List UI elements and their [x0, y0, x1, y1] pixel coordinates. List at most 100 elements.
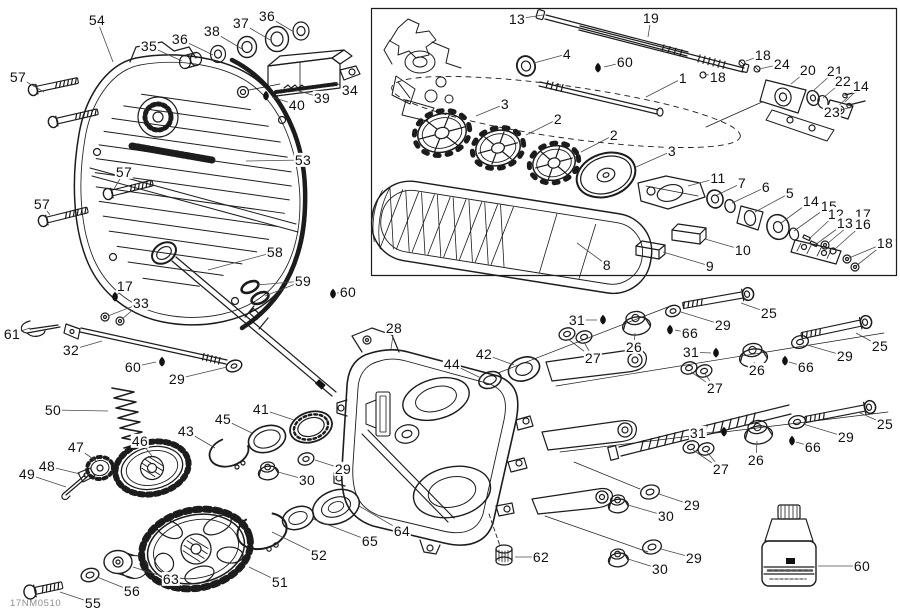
- callout-30-2: 30: [656, 507, 676, 524]
- callout-56: 56: [122, 582, 142, 599]
- callout-46: 46: [130, 432, 150, 449]
- washers-29-right: [640, 304, 810, 555]
- drain-plug-62: [495, 544, 513, 566]
- callout-33: 33: [131, 294, 151, 311]
- circlip-43: [208, 436, 250, 470]
- belt-phantom-outline: [391, 76, 741, 148]
- callout-6: 6: [760, 178, 772, 195]
- callout-36-2: 36: [257, 7, 277, 24]
- callout-29-6: 29: [682, 496, 702, 513]
- callout-66-3: 66: [803, 438, 823, 455]
- callout-30: 30: [297, 471, 317, 488]
- callout-40: 40: [287, 96, 307, 113]
- callout-54: 54: [87, 11, 107, 28]
- washers-18: [842, 254, 860, 272]
- ratchet-gear-47: [85, 454, 115, 482]
- callout-30-3: 30: [650, 560, 670, 577]
- callout-38: 38: [202, 22, 222, 39]
- washer-29-case: [297, 452, 315, 466]
- disc-14: [766, 213, 790, 241]
- callout-57: 57: [8, 68, 28, 85]
- callout-64: 64: [392, 522, 412, 539]
- callout-45: 45: [213, 410, 233, 427]
- callout-39: 39: [312, 89, 332, 106]
- ring-21: [806, 89, 820, 107]
- bearing-42: [507, 356, 541, 382]
- callout-17-2: 17: [115, 277, 135, 294]
- pin-49: [61, 474, 88, 501]
- callout-29-3: 29: [713, 316, 733, 333]
- callout-43: 43: [176, 422, 196, 439]
- callout-59: 59: [293, 272, 313, 289]
- callout-9: 9: [704, 257, 716, 274]
- callout-22: 22: [833, 72, 853, 89]
- callout-60-3: 60: [123, 358, 143, 375]
- callout-11: 11: [709, 169, 727, 186]
- callout-62: 62: [531, 548, 551, 565]
- callout-57-2: 57: [114, 163, 134, 180]
- washers-33: [100, 312, 125, 326]
- callout-60-2: 60: [338, 283, 358, 300]
- cover-emblem: [137, 96, 179, 138]
- washer-56: [80, 567, 100, 583]
- callout-26-3: 26: [746, 451, 766, 468]
- track-8: [370, 180, 653, 295]
- sprocket-51: [138, 505, 254, 593]
- callout-18-2: 18: [708, 68, 728, 85]
- callout-31-3: 31: [688, 424, 708, 441]
- oil-bottle-60: [761, 504, 817, 587]
- callout-60: 60: [615, 53, 635, 70]
- callout-37: 37: [231, 14, 251, 31]
- callout-18: 18: [753, 46, 773, 63]
- bolt-55: [23, 581, 64, 600]
- callout-27-2: 27: [705, 379, 725, 396]
- callout-1: 1: [677, 69, 689, 86]
- callout-36: 36: [170, 30, 190, 47]
- spring-39: [283, 84, 306, 89]
- sprocket-3a: [411, 108, 473, 158]
- callout-61: 61: [2, 325, 22, 342]
- sprocket-2a: [469, 125, 527, 171]
- callout-60-4: 60: [852, 557, 872, 574]
- callout-51: 51: [270, 573, 290, 590]
- callout-13: 13: [507, 10, 527, 27]
- callout-2-2: 2: [608, 126, 620, 143]
- ring-45: [247, 424, 287, 454]
- callout-65: 65: [360, 532, 380, 549]
- axle-housing-11: [637, 175, 706, 210]
- callout-24: 24: [772, 55, 792, 72]
- callout-14: 14: [851, 77, 871, 94]
- callout-23: 23: [822, 103, 842, 120]
- sprocket-2b: [526, 140, 582, 186]
- callout-53: 53: [293, 151, 313, 168]
- callout-25-2: 25: [870, 337, 890, 354]
- callout-13-2: 13: [835, 214, 855, 231]
- callout-5: 5: [784, 184, 796, 201]
- callout-3: 3: [499, 95, 511, 112]
- callout-49: 49: [17, 465, 37, 482]
- callout-44: 44: [442, 355, 462, 372]
- callout-34: 34: [340, 81, 360, 98]
- callout-8: 8: [601, 256, 613, 273]
- seal-44: [478, 370, 502, 390]
- shaft-19: [578, 25, 750, 74]
- callout-31-2: 31: [681, 343, 701, 360]
- callout-2: 2: [552, 110, 564, 127]
- callout-32: 32: [61, 341, 81, 358]
- callout-27-3: 27: [711, 460, 731, 477]
- callout-50: 50: [43, 401, 63, 418]
- callout-26: 26: [624, 338, 644, 355]
- spring-50: [111, 387, 145, 449]
- callout-29-2: 29: [333, 460, 353, 477]
- callout-58: 58: [265, 243, 285, 260]
- callout-42: 42: [474, 345, 494, 362]
- callout-57-3: 57: [32, 195, 52, 212]
- callout-10: 10: [733, 241, 753, 258]
- callout-20: 20: [798, 61, 818, 78]
- callout-14-2: 14: [801, 192, 821, 209]
- callout-27: 27: [583, 349, 603, 366]
- callout-29-7: 29: [684, 549, 704, 566]
- callout-47: 47: [66, 438, 86, 455]
- callout-52: 52: [309, 546, 329, 563]
